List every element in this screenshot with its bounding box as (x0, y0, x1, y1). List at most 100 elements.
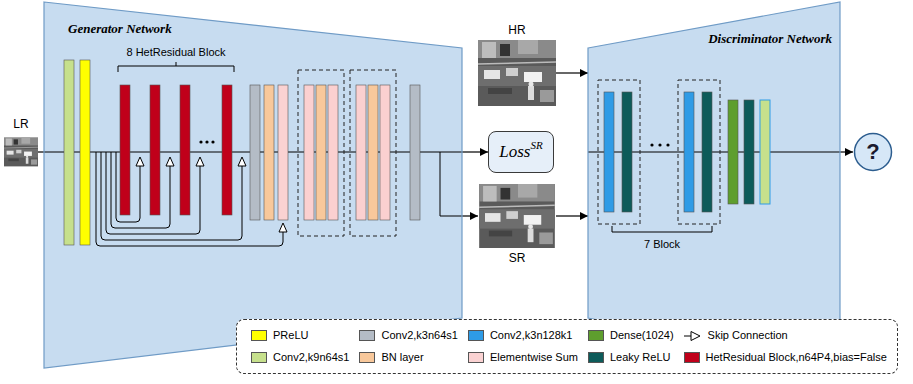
label-holder: 7 Block (644, 238, 680, 251)
hetresidual-block (222, 85, 232, 215)
conv-layer (250, 85, 260, 220)
legend-swatch (468, 330, 484, 341)
bracket (118, 62, 234, 72)
conv-layer (410, 85, 420, 220)
output-layer (760, 100, 770, 204)
connectors (38, 73, 853, 216)
legend-text: BN layer (381, 351, 423, 364)
node-label: Generator Network (68, 21, 172, 36)
superscript: SR (530, 139, 542, 151)
node-label: ? (866, 140, 879, 164)
legend-item: Conv2,k3n128k1 (468, 329, 578, 342)
legend-swatch (684, 352, 700, 363)
upsample-layer (368, 85, 378, 220)
conv-layer (604, 92, 614, 212)
legend-swatch (251, 330, 267, 341)
skip-triangle (136, 157, 144, 166)
dense-layer (728, 100, 738, 204)
legend-item: Conv2,k9n64s1 (251, 351, 349, 364)
dot (211, 140, 214, 143)
image-panel: SR (478, 184, 556, 248)
trapezoid-outline (588, 2, 840, 368)
upsample-layer (356, 85, 366, 220)
brackets (118, 62, 712, 232)
lr-image (4, 138, 38, 167)
network-block: Generator Network (44, 2, 462, 368)
dot (666, 143, 669, 146)
node-label: Loss (499, 143, 530, 161)
connector (556, 215, 588, 216)
legend-item: Leaky ReLU (588, 351, 674, 364)
connector (556, 72, 588, 73)
skip-markers (136, 157, 287, 232)
legend-item: BN layer (359, 351, 457, 364)
legend-swatch (359, 330, 375, 341)
dashed-group (598, 80, 640, 224)
generator-fill (44, 2, 462, 368)
connector (462, 215, 478, 216)
legend-text: Conv2,k3n64s1 (381, 329, 457, 342)
skip-triangle (238, 157, 246, 166)
symbol-line (684, 335, 691, 336)
legend-text: HetResidual Block,n64P4,bias=False (706, 351, 887, 364)
dot (205, 140, 208, 143)
dashed-group (350, 70, 396, 236)
symbol-triangle (691, 331, 700, 340)
legend-swatch (588, 330, 604, 341)
connector (462, 151, 488, 152)
conv-layer (684, 92, 694, 212)
skip-triangle (196, 157, 204, 166)
legend-swatch (251, 352, 267, 363)
dot (199, 140, 202, 143)
skip-triangle (166, 157, 174, 166)
legend-swatch (468, 352, 484, 363)
upsample-layer (304, 85, 314, 220)
image-panel: HR (478, 40, 556, 106)
skip-triangle (279, 223, 287, 232)
sr-image (479, 184, 555, 248)
prelu-layer (80, 60, 90, 245)
trapezoid-border (44, 2, 462, 368)
upsample-layer (328, 85, 338, 220)
legend-item: Dense(1024) (588, 329, 674, 342)
hr-image (478, 40, 556, 106)
legend-swatch (359, 352, 375, 363)
leaky-relu-layer (622, 92, 632, 212)
trapezoid-outline (44, 2, 462, 368)
hetresidual-block (120, 85, 130, 215)
image-panel: LR (4, 134, 38, 170)
connector (38, 151, 44, 152)
output-circle: ? (853, 132, 893, 172)
upsample-layer (316, 85, 326, 220)
legend-item: Elementwise Sum (468, 351, 578, 364)
node-label: HR (478, 23, 556, 37)
legend-text: PReLU (273, 329, 308, 342)
legend: PReLU Conv2,k3n64s1 Conv2,k3n128k1 Dense(10… (236, 319, 898, 374)
leaky-relu-layer (744, 100, 754, 204)
legend-text: Leaky ReLU (610, 351, 671, 364)
node-label: SR (478, 251, 556, 265)
ellipsis (199, 140, 669, 146)
group-boxes (298, 70, 720, 236)
node-label: LR (4, 117, 38, 131)
hetresidual-block (180, 85, 190, 215)
dot (658, 143, 661, 146)
conv-layer (64, 60, 74, 245)
group-label: 8 HetResidual Block (126, 46, 225, 59)
trapezoid-border (588, 2, 840, 368)
legend-text: Conv2,k3n128k1 (490, 329, 573, 342)
legend-text: Conv2,k9n64s1 (273, 351, 349, 364)
circle-border (855, 134, 892, 171)
node-label: Discriminator Network (708, 31, 832, 46)
discriminator-fill (588, 2, 840, 368)
bn-layer (264, 85, 274, 220)
legend-item: PReLU (251, 329, 349, 342)
dashed-group (678, 80, 720, 224)
network-block: Discriminator Network (588, 2, 840, 368)
sum-layer (278, 85, 288, 220)
legend-text: Skip Connection (708, 329, 788, 342)
upsample-layer (380, 85, 390, 220)
bracket (612, 226, 712, 232)
skip-symbol (684, 330, 702, 342)
